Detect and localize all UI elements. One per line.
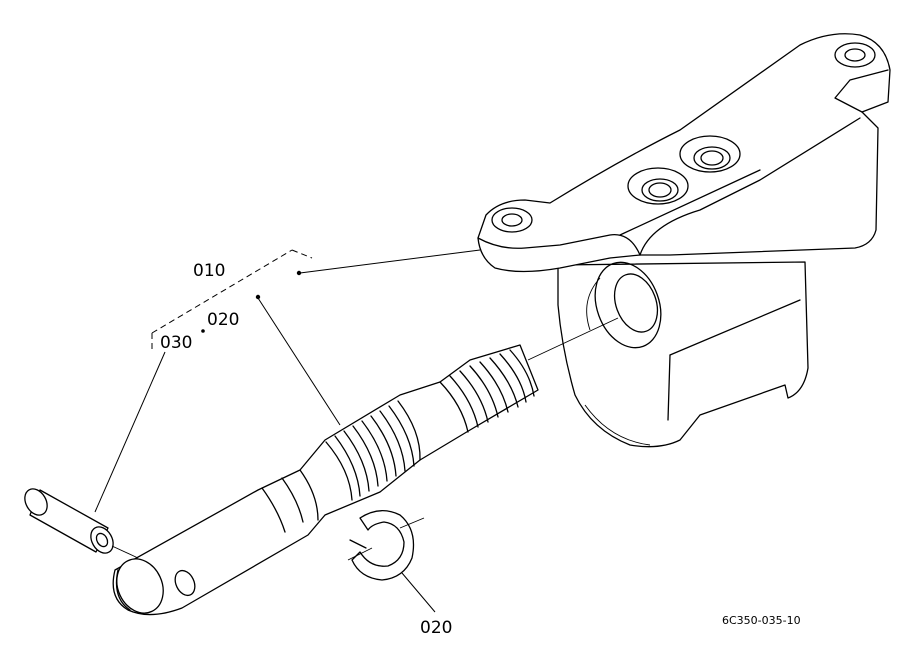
callout-020-shaft: 020 <box>207 310 239 330</box>
threaded-shaft <box>112 317 619 616</box>
callout-010: 010 <box>193 261 225 281</box>
callout-leaders <box>94 249 481 613</box>
figure-id: 6C350-035-10 <box>722 614 801 627</box>
callout-020-circlip: 020 <box>420 618 452 638</box>
spring-pin <box>24 488 139 559</box>
callout-030: 030 <box>160 333 192 353</box>
circlip <box>347 510 425 581</box>
bracket-housing <box>477 33 891 448</box>
